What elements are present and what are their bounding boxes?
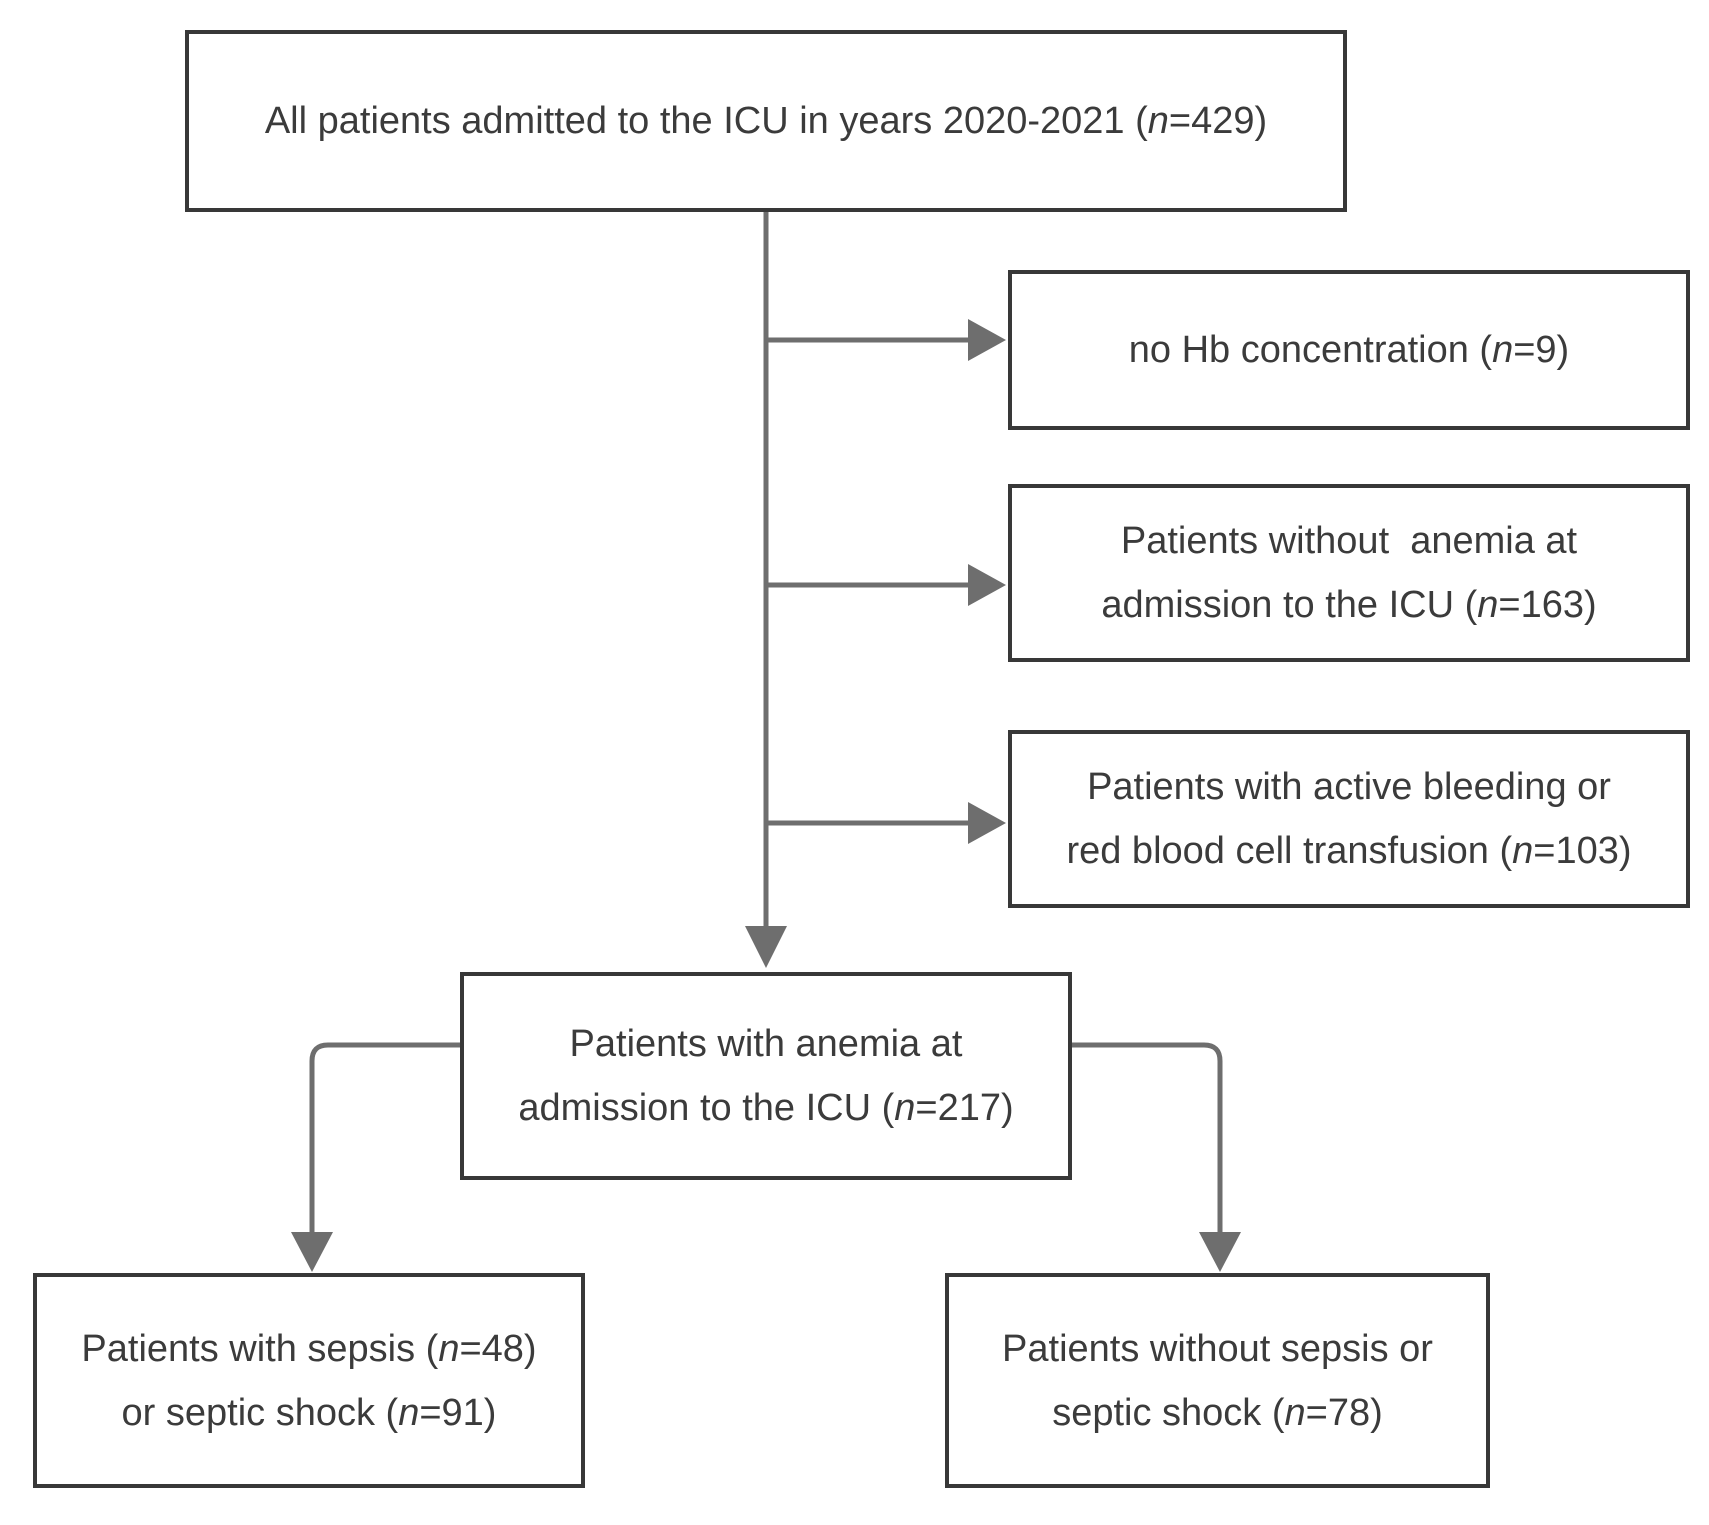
box-text-line: Patients with sepsis (n=48) [81,1327,537,1370]
box-text-line: Patients without anemia at [1120,520,1578,562]
box-text-line: or septic shock (n=91) [121,1391,497,1434]
arrowhead-right-active-bleeding [968,802,1006,844]
box-text-line: Patients with active bleeding or [1087,766,1611,808]
box-without-sepsis: Patients without sepsis or septic shock (… [945,1273,1490,1488]
box-text-line: septic shock (n=78) [1052,1391,1383,1434]
arrowhead-right-without-anemia [968,564,1006,606]
box-with-anemia: Patients with anemia at admission to the … [460,972,1072,1180]
box-text-line: no Hb concentration (n=9) [1128,329,1570,371]
box-active-bleeding: Patients with active bleeding or red bloo… [1008,730,1690,908]
box-sepsis-or-septic-shock: Patients with sepsis (n=48) or septic sho… [33,1273,585,1488]
box-text-line: Patients with anemia at [569,1023,963,1065]
elbow-no-sepsis-line [1072,1042,1223,1234]
box-text-line: Patients without sepsis or [1002,1327,1433,1370]
box-text-line: All patients admitted to the ICU in year… [264,100,1268,142]
box-text-line: red blood cell transfusion (n=103) [1066,830,1632,872]
box-text-line: admission to the ICU (n=163) [1101,584,1597,626]
arrowhead-down-center [745,926,787,968]
arrowhead-right-no-hb [968,319,1006,361]
box-all-patients: All patients admitted to the ICU in year… [185,30,1347,212]
box-text-line: admission to the ICU (n=217) [518,1087,1014,1129]
box-without-anemia: Patients without anemia at admission to t… [1008,484,1690,662]
elbow-sepsis-line [309,1042,460,1234]
box-no-hb-concentration: no Hb concentration (n=9) [1008,270,1690,430]
arrowhead-down-sepsis [291,1232,333,1272]
arrowhead-down-no-sepsis [1199,1232,1241,1272]
